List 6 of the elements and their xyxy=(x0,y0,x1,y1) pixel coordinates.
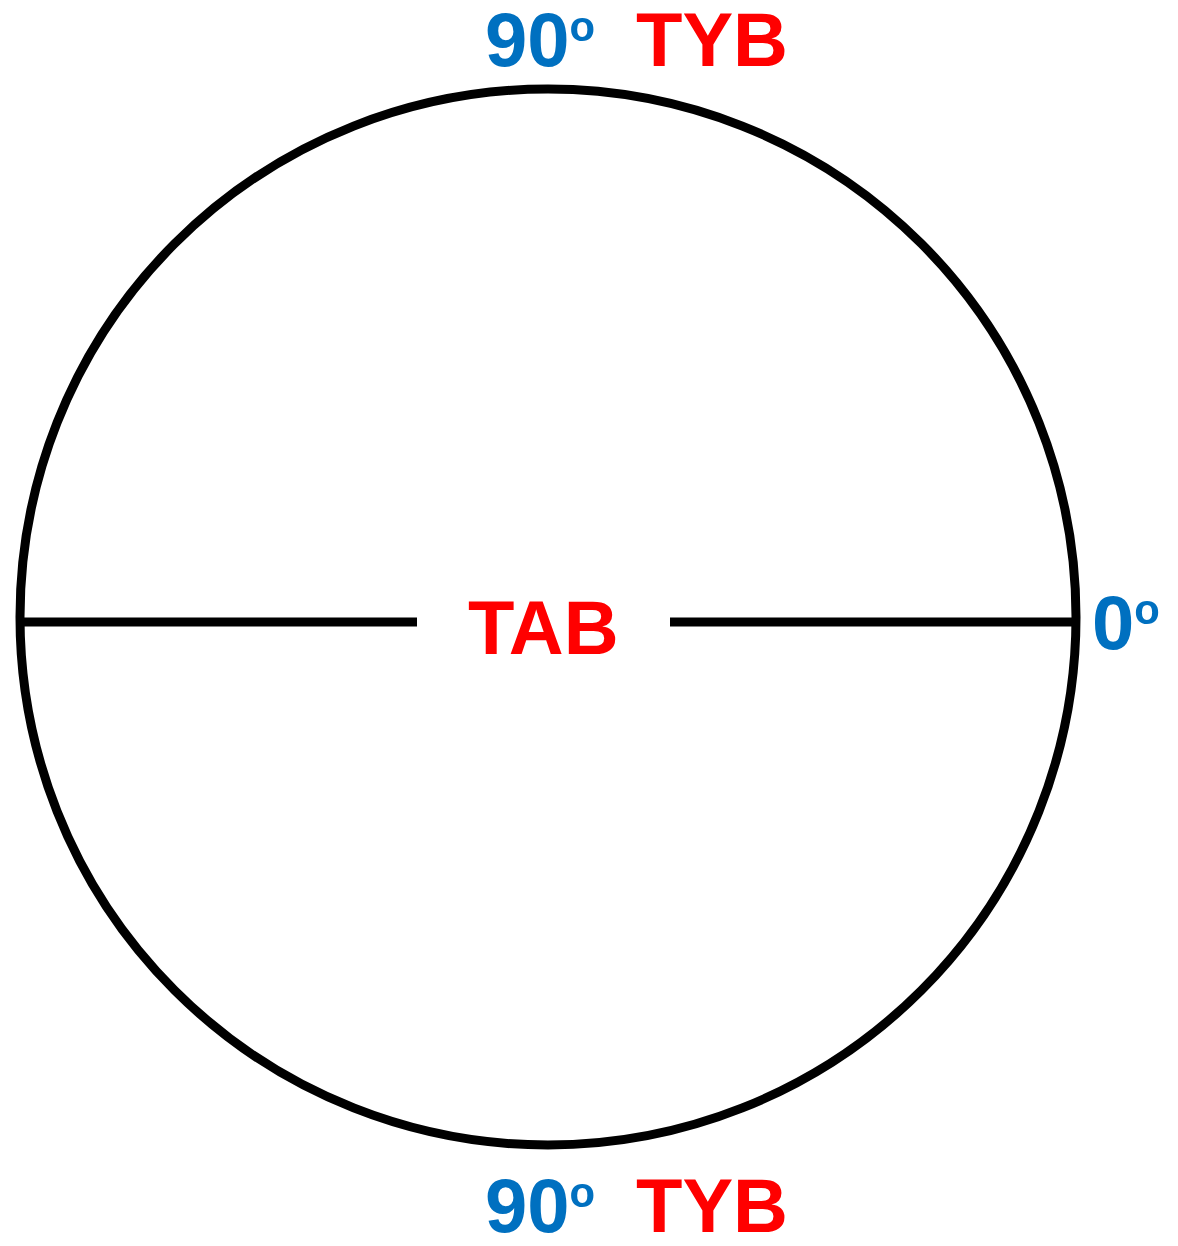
degree-label: 90$^{o}$ xyxy=(485,2,596,78)
degree-label: 90$^{o}$ xyxy=(485,1168,596,1244)
axis-label: TYB xyxy=(636,1168,788,1244)
degree-label: 0$^{o}$ xyxy=(1092,585,1160,661)
axis-label: TYB xyxy=(636,2,788,78)
axis-label: TAB xyxy=(468,590,619,666)
